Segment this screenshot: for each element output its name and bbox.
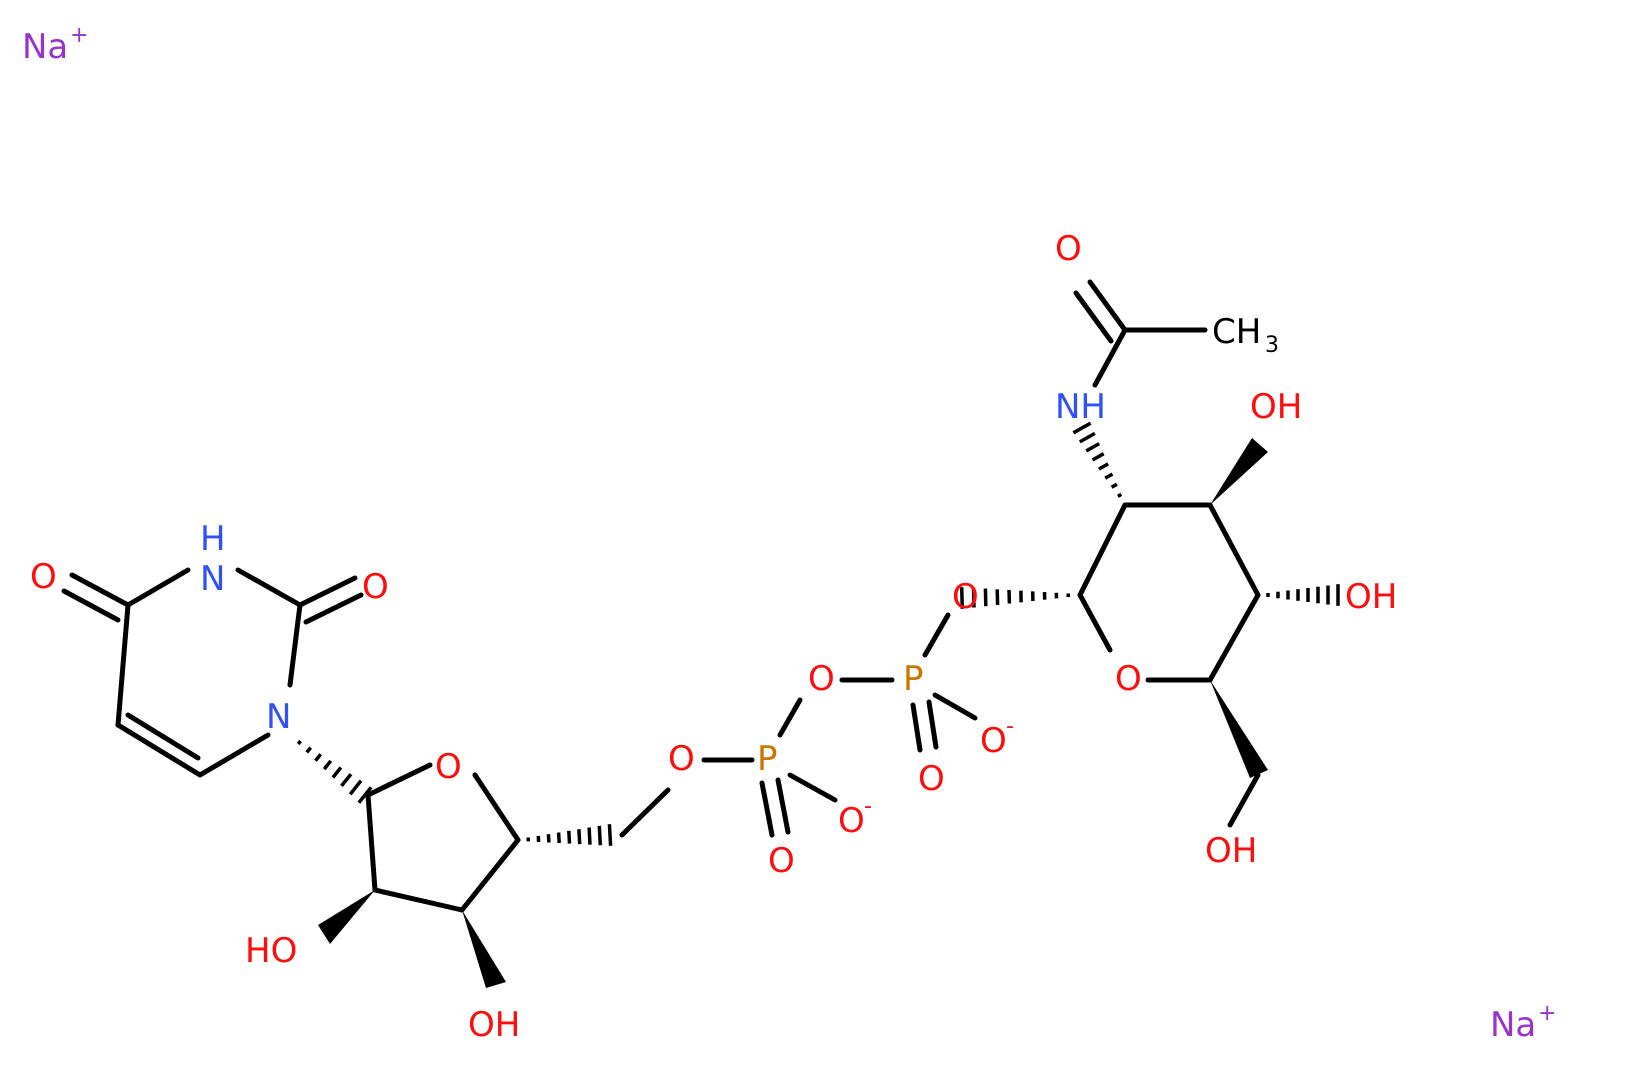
hash-wedge-stroke [1118,494,1121,496]
bond [935,695,975,718]
bond [290,605,300,685]
bond [118,605,128,725]
atom-label-methyl: CH [1212,312,1261,352]
bold-wedge [1210,680,1268,778]
hash-wedge-stroke [298,741,300,744]
hash-wedge-stroke [307,748,311,753]
atom-label-amide-nh: NH [1055,387,1106,427]
bond-layer [64,282,1258,910]
atom-label-hydroxyl: OH [1205,831,1257,871]
bond [475,775,518,840]
sodium-ion-charge: + [70,23,88,48]
bond [780,700,800,735]
atom-label-hydroxyl: OH [468,1005,520,1045]
hash-wedge-stroke [1099,464,1108,469]
label-layer: Na + Na + O CH 3 NH OH O OH P O O - O O … [22,23,1556,1045]
atom-label-oxygen: O [1055,229,1082,269]
hash-wedge-stroke [324,761,331,769]
bond [1230,775,1258,825]
bond [622,790,668,835]
atom-label-oxygen: O [808,659,835,699]
hash-wedge-stroke [316,754,321,761]
bond [368,765,430,795]
atom-label-hydroxyl: OH [1250,387,1302,427]
bond [1080,595,1110,650]
atom-label-phosphorus: P [903,659,924,699]
atom-label-oxygen: O [952,577,979,617]
hash-wedge-stroke [350,781,361,795]
atom-label-oxygen: O [362,567,389,607]
bond [929,702,936,747]
atom-label-methyl-subscript: 3 [1265,333,1279,358]
bold-wedge [318,890,375,944]
hash-wedge-stroke [589,828,590,845]
hash-wedge-stroke [548,834,549,842]
bond [790,775,835,800]
bond [1080,505,1125,595]
atom-label-oxygen-anion: O [838,801,865,841]
atom-label-anion-charge: - [1006,714,1014,739]
sodium-ion-label: Na [1490,1005,1536,1045]
hash-wedge-stroke [579,829,580,844]
atom-label-nitrogen: N [266,697,291,737]
hash-wedge-stroke [342,774,352,786]
hash-wedge-stroke [1093,454,1104,460]
sodium-ion-charge: + [1538,1001,1556,1026]
hash-wedge-stroke [1080,433,1095,442]
atom-label-hydroxyl: OH [1345,577,1397,617]
atom-label-nitrogen: N [200,559,225,599]
atom-label-oxygen: O [30,557,57,597]
atom-label-ring-oxygen: O [435,747,462,787]
bond [238,570,300,605]
bond [1210,595,1258,680]
bond [368,795,375,890]
hash-wedge-stroke [569,831,570,844]
hash-wedge-stroke [1086,444,1099,451]
bond [462,840,518,910]
atom-label-anion-charge: - [864,794,872,819]
atom-label-oxygen: O [668,739,695,779]
bond [1210,505,1258,595]
atom-label-ring-oxygen: O [1115,659,1142,699]
sodium-ion-label: Na [22,27,68,67]
bond [128,570,188,605]
bond [778,780,788,832]
bold-wedge [462,910,506,988]
hash-wedge-stroke [333,768,341,778]
hash-wedge-stroke [609,824,610,846]
bond [200,735,268,775]
hash-wedge-stroke [1112,484,1117,487]
hash-wedge-stroke [1105,474,1112,478]
bond [925,615,948,655]
bond [762,783,772,835]
atom-label-oxygen: O [918,759,945,799]
atom-label-oxygen: O [768,841,795,881]
hash-wedge-stroke [599,826,600,845]
atom-label-imide-h: H [200,519,226,559]
bold-wedge [1210,438,1268,505]
atom-label-oxygen-anion: O [980,721,1007,761]
bond [375,890,462,910]
atom-label-hydroxyl: HO [245,931,297,971]
hash-wedge-stroke [559,833,560,844]
bond [913,705,920,750]
atom-label-phosphorus: P [757,739,778,779]
